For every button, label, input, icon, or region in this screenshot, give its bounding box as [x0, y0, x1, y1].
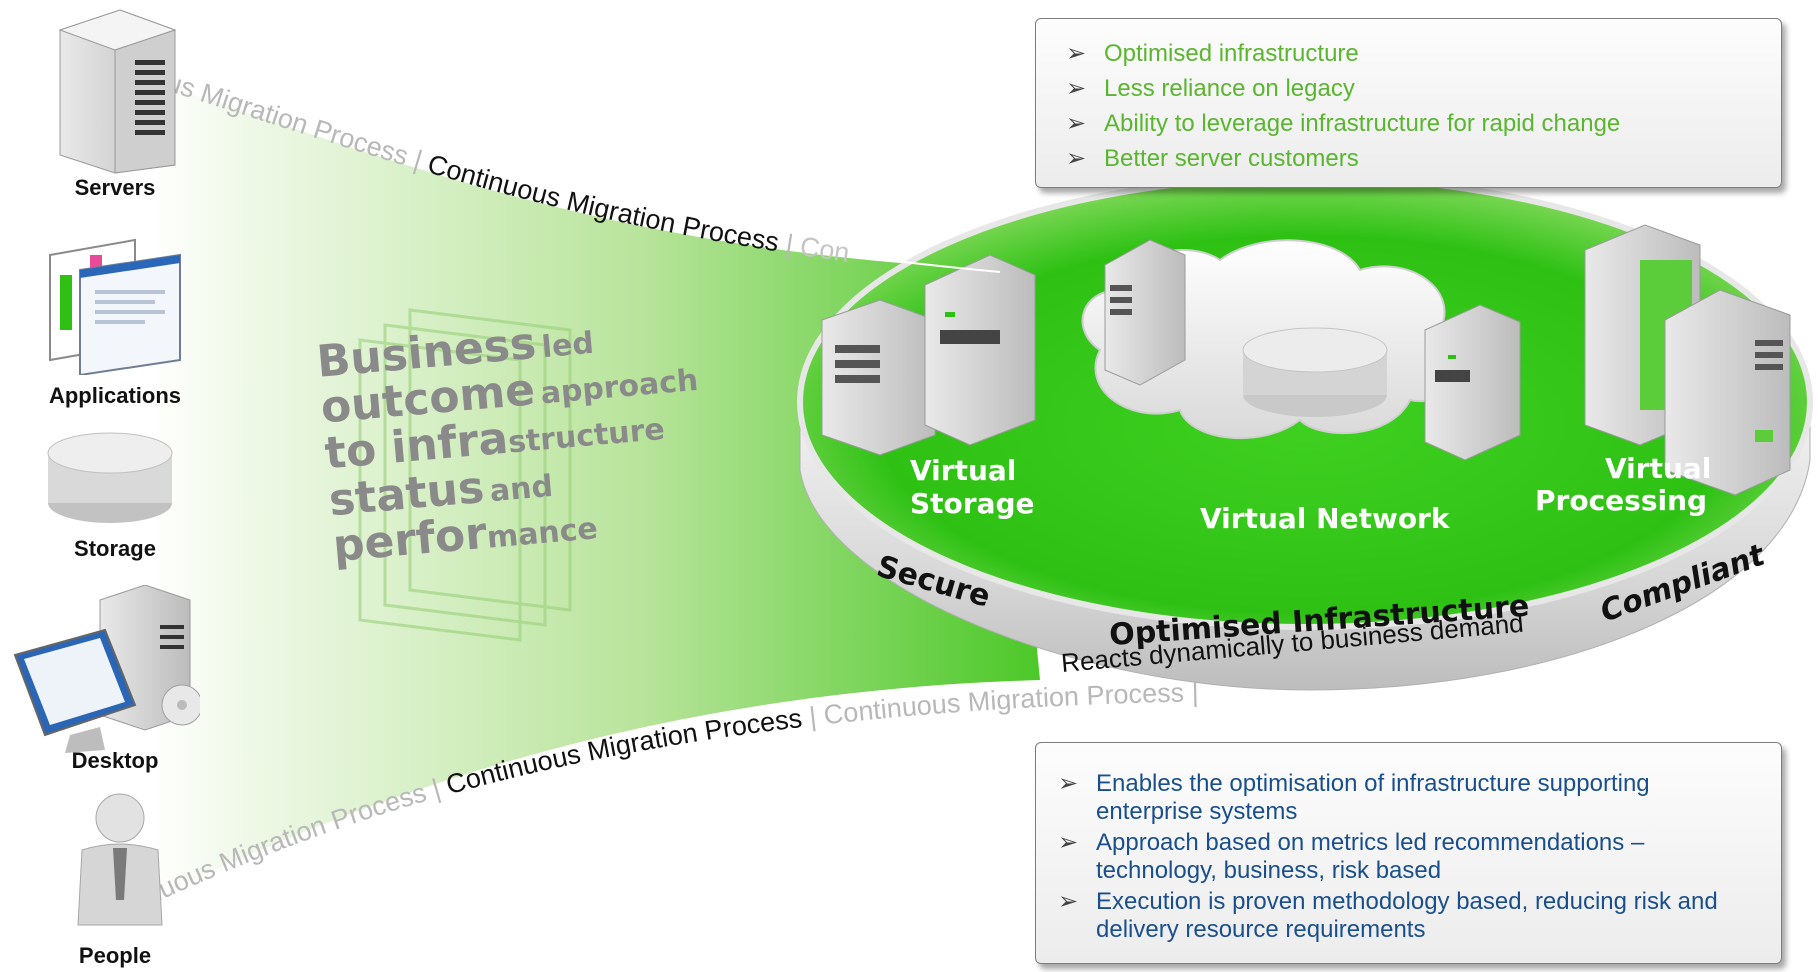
benefits-callout-top: ➢Optimised infrastructure ➢Less reliance… — [1035, 18, 1782, 188]
arrow-bullet-icon: ➢ — [1058, 829, 1079, 856]
label-servers: Servers — [74, 175, 156, 200]
server-tower-icon — [58, 9, 177, 174]
list-item: ➢Less reliance on legacy — [1066, 75, 1355, 102]
virtual-storage-servers — [821, 254, 1036, 456]
arrow-bullet-icon: ➢ — [1058, 770, 1079, 797]
list-item: ➢Approach based on metrics led recommend… — [1058, 829, 1645, 884]
label-desktop: Desktop — [71, 748, 159, 773]
list-item: ➢Enables the optimisation of infrastruct… — [1058, 770, 1650, 825]
arrow-bullet-icon: ➢ — [1066, 75, 1087, 102]
desktop-computer-icon — [13, 585, 200, 753]
list-item: ➢Optimised infrastructure — [1066, 40, 1359, 67]
label-virtual-storage-2: Storage — [910, 487, 1035, 520]
benefits-list-top: ➢Optimised infrastructure ➢Less reliance… — [1036, 19, 1781, 174]
virtual-network-servers — [1104, 239, 1521, 461]
label-people: People — [78, 943, 152, 968]
list-item: ➢Better server customers — [1066, 145, 1359, 172]
storage-disk-icon — [47, 432, 173, 523]
center-statement: Business led outcome approach to infrast… — [314, 317, 700, 572]
arrow-bullet-icon: ➢ — [1058, 888, 1079, 915]
person-icon — [77, 793, 163, 926]
application-windows-icon — [49, 238, 181, 375]
list-item: ➢Execution is proven methodology based, … — [1058, 888, 1718, 943]
label-virtual-network: Virtual Network — [1200, 502, 1451, 535]
document-pages-icon — [358, 308, 572, 642]
label-virtual-processing-1: Virtual — [1605, 452, 1711, 485]
approach-callout-bottom: ➢Enables the optimisation of infrastruct… — [1035, 742, 1782, 964]
virtual-processing-servers — [1584, 224, 1791, 496]
list-item: ➢Ability to leverage infrastructure for … — [1066, 110, 1621, 137]
label-storage: Storage — [74, 536, 156, 561]
approach-list-bottom: ➢Enables the optimisation of infrastruct… — [1036, 743, 1781, 944]
arrow-bullet-icon: ➢ — [1066, 40, 1087, 67]
label-virtual-processing-2: Processing — [1535, 484, 1707, 517]
label-virtual-storage-1: Virtual — [910, 454, 1016, 487]
arrow-bullet-icon: ➢ — [1066, 145, 1087, 172]
arrow-bullet-icon: ➢ — [1066, 110, 1087, 137]
label-applications: Applications — [48, 383, 181, 408]
